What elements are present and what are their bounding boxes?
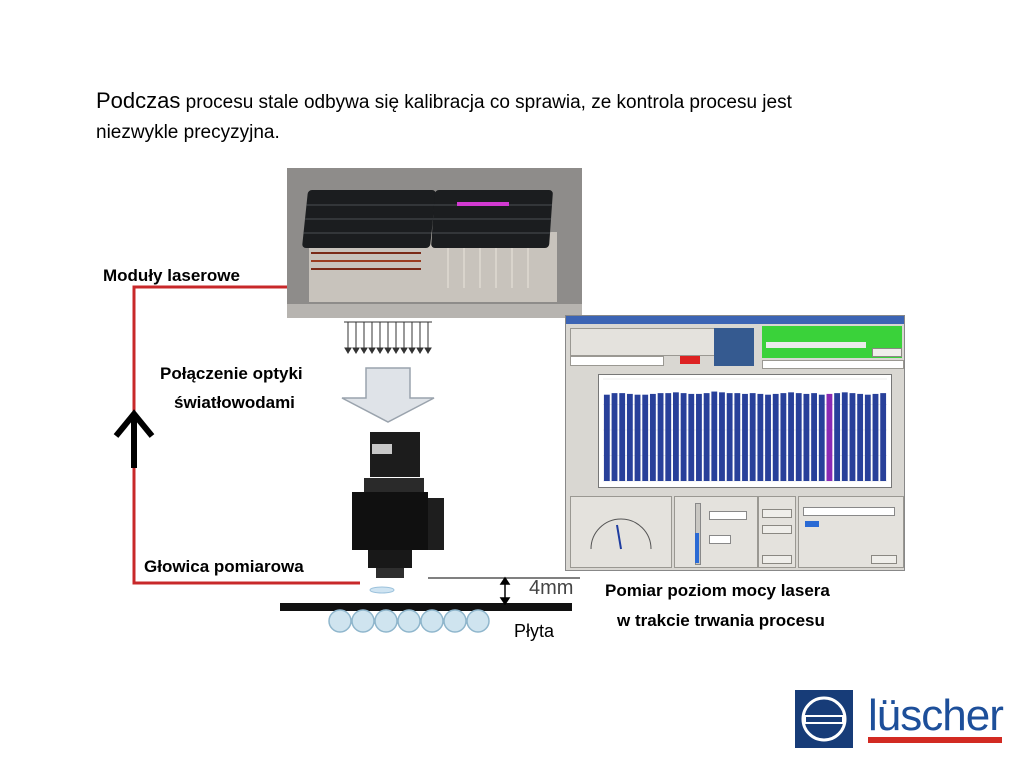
chart-bar — [841, 392, 848, 481]
up-arrow-icon — [113, 409, 155, 468]
distance-indicator — [428, 576, 580, 606]
chart-bar — [864, 394, 871, 481]
chart-bar — [872, 393, 879, 481]
chart-bar — [726, 393, 733, 481]
power-level-chart-svg — [603, 378, 887, 482]
chart-bar — [757, 393, 764, 481]
chart-bar — [818, 394, 825, 481]
label-optics-line2: światłowodami — [174, 393, 295, 412]
optics-down-arrow-icon — [341, 367, 435, 423]
intro-text: Podczas procesu stale odbywa się kalibra… — [96, 86, 856, 148]
chart-bar — [849, 393, 856, 481]
chart-bar — [649, 393, 656, 481]
chart-bar — [734, 393, 741, 481]
luscher-wordmark-icon: lüscher — [868, 691, 1004, 743]
laser-modules-photo — [287, 168, 582, 318]
chart-bar — [880, 393, 887, 481]
chart-bar — [634, 394, 641, 481]
plate-rollers — [328, 609, 490, 633]
chart-bar — [611, 393, 618, 481]
label-distance: 4mm — [529, 577, 574, 599]
chart-bar — [780, 393, 787, 481]
chart-bar — [857, 393, 864, 481]
laser-beam-arrows — [344, 321, 432, 354]
loop-line — [132, 285, 360, 585]
chart-bar — [619, 393, 626, 481]
label-laser-modules: Moduły laserowe — [103, 266, 240, 285]
window-titlebar — [566, 316, 904, 324]
chart-bar — [826, 393, 833, 481]
chart-bar — [772, 393, 779, 481]
svg-text:lüscher: lüscher — [868, 691, 1003, 740]
chart-bar — [788, 392, 794, 481]
power-monitor-screenshot — [565, 315, 905, 571]
chart-bar — [626, 393, 633, 481]
chart-bar — [680, 393, 687, 481]
plate-bar — [280, 603, 572, 611]
chart-bar — [688, 393, 695, 481]
chart-bar — [742, 393, 748, 481]
label-optics-line1: Połączenie optyki — [160, 364, 303, 383]
chart-bar — [642, 394, 649, 481]
label-measure-line1: Pomiar poziom mocy lasera — [605, 581, 830, 600]
label-measuring-head: Głowica pomiarowa — [144, 557, 304, 576]
chart-bar — [803, 393, 810, 481]
chart-bar — [657, 393, 664, 481]
chart-bar — [719, 392, 725, 481]
chart-bar — [603, 394, 610, 481]
intro-lead: Podczas — [96, 88, 181, 113]
chart-bar — [834, 393, 841, 481]
grafikus-logo — [795, 690, 853, 748]
gauge-icon — [590, 518, 652, 550]
luscher-logo: lüscher — [868, 690, 1004, 745]
chart-bar — [711, 391, 718, 481]
chart-bar — [795, 393, 802, 481]
measuring-head-icon — [352, 432, 444, 594]
intro-rest: procesu stale odbywa się kalibracja co s… — [96, 92, 792, 143]
chart-bar — [703, 393, 710, 481]
chart-bar — [811, 393, 817, 481]
chart-bar — [696, 393, 702, 481]
chart-bar — [749, 393, 756, 481]
grafikus-seal-icon — [801, 696, 847, 742]
chart-bar — [673, 392, 679, 481]
chart-bar — [765, 394, 771, 481]
power-level-chart — [598, 374, 892, 488]
chart-bar — [665, 393, 672, 481]
label-measure-line2: w trakcie trwania procesu — [617, 611, 825, 630]
label-plate: Płyta — [514, 621, 555, 641]
